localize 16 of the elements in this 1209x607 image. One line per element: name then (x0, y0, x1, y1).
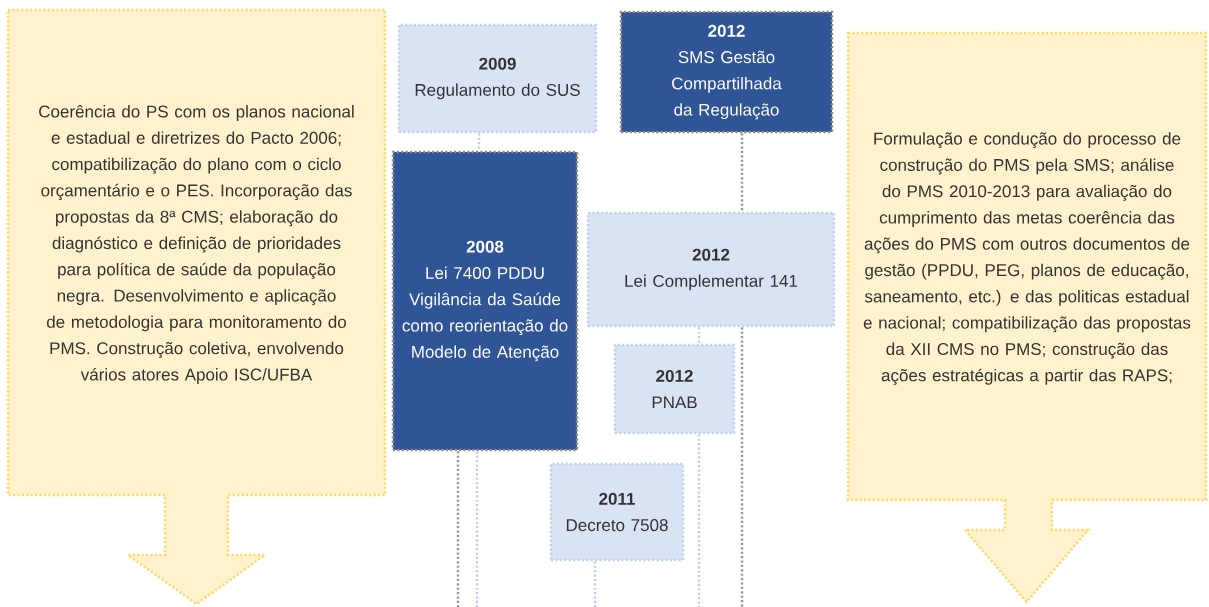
timeline-line (456, 451, 460, 607)
timeline-box: 2012 PNAB (613, 343, 736, 435)
timeline-box: 2009 Regulamento do SUS (397, 23, 598, 134)
timeline-line (697, 327, 701, 344)
arrow-box: Formulação e condução do processo de construção do PMS pela SMS; análise do PMS 2010-2013 para avaliação do cumprimento das metas coerência das ações do PMS com outros documentos de gestão (PPDU, PEG, planos de educação, saneamento, etc.) e das politicas estadual e nacional; compatibilização das propostas da XII CMS no PMS; construção das ações estratégicas a partir das RAPS; (846, 31, 1208, 604)
timeline-box: 2012 Lei Complementar 141 (586, 211, 836, 328)
timeline-line (740, 133, 744, 212)
timeline-line (477, 133, 481, 151)
timeline-line (697, 434, 701, 607)
timeline-line (593, 561, 597, 607)
timeline-line (740, 327, 744, 607)
timeline-box: 2012 SMS Gestão Compartilhada da Regulação (619, 10, 834, 134)
timeline-box: 2011 Decreto 7508 (549, 462, 685, 562)
timeline-line (475, 451, 479, 607)
arrow-box: Coerência do PS com os planos nacional e estadual e diretrizes do Pacto 2006; compatibilização do plano com o ciclo orçamentário e o PES. Incorporação das propostas da 8ª CMS; elaboração do diagnóstico e definição de prioridades para política de saúde da população negra. Desenvolvimento e aplicação de metodologia para monitoramento do PMS. Construção coletiva, envolvendo vários atores Apoio ISC/UFBA (6, 8, 387, 606)
timeline-box: 2008 Lei 7400 PDDU Vigilância da Saúde como reorientação do Modelo de Atenção (391, 150, 579, 452)
